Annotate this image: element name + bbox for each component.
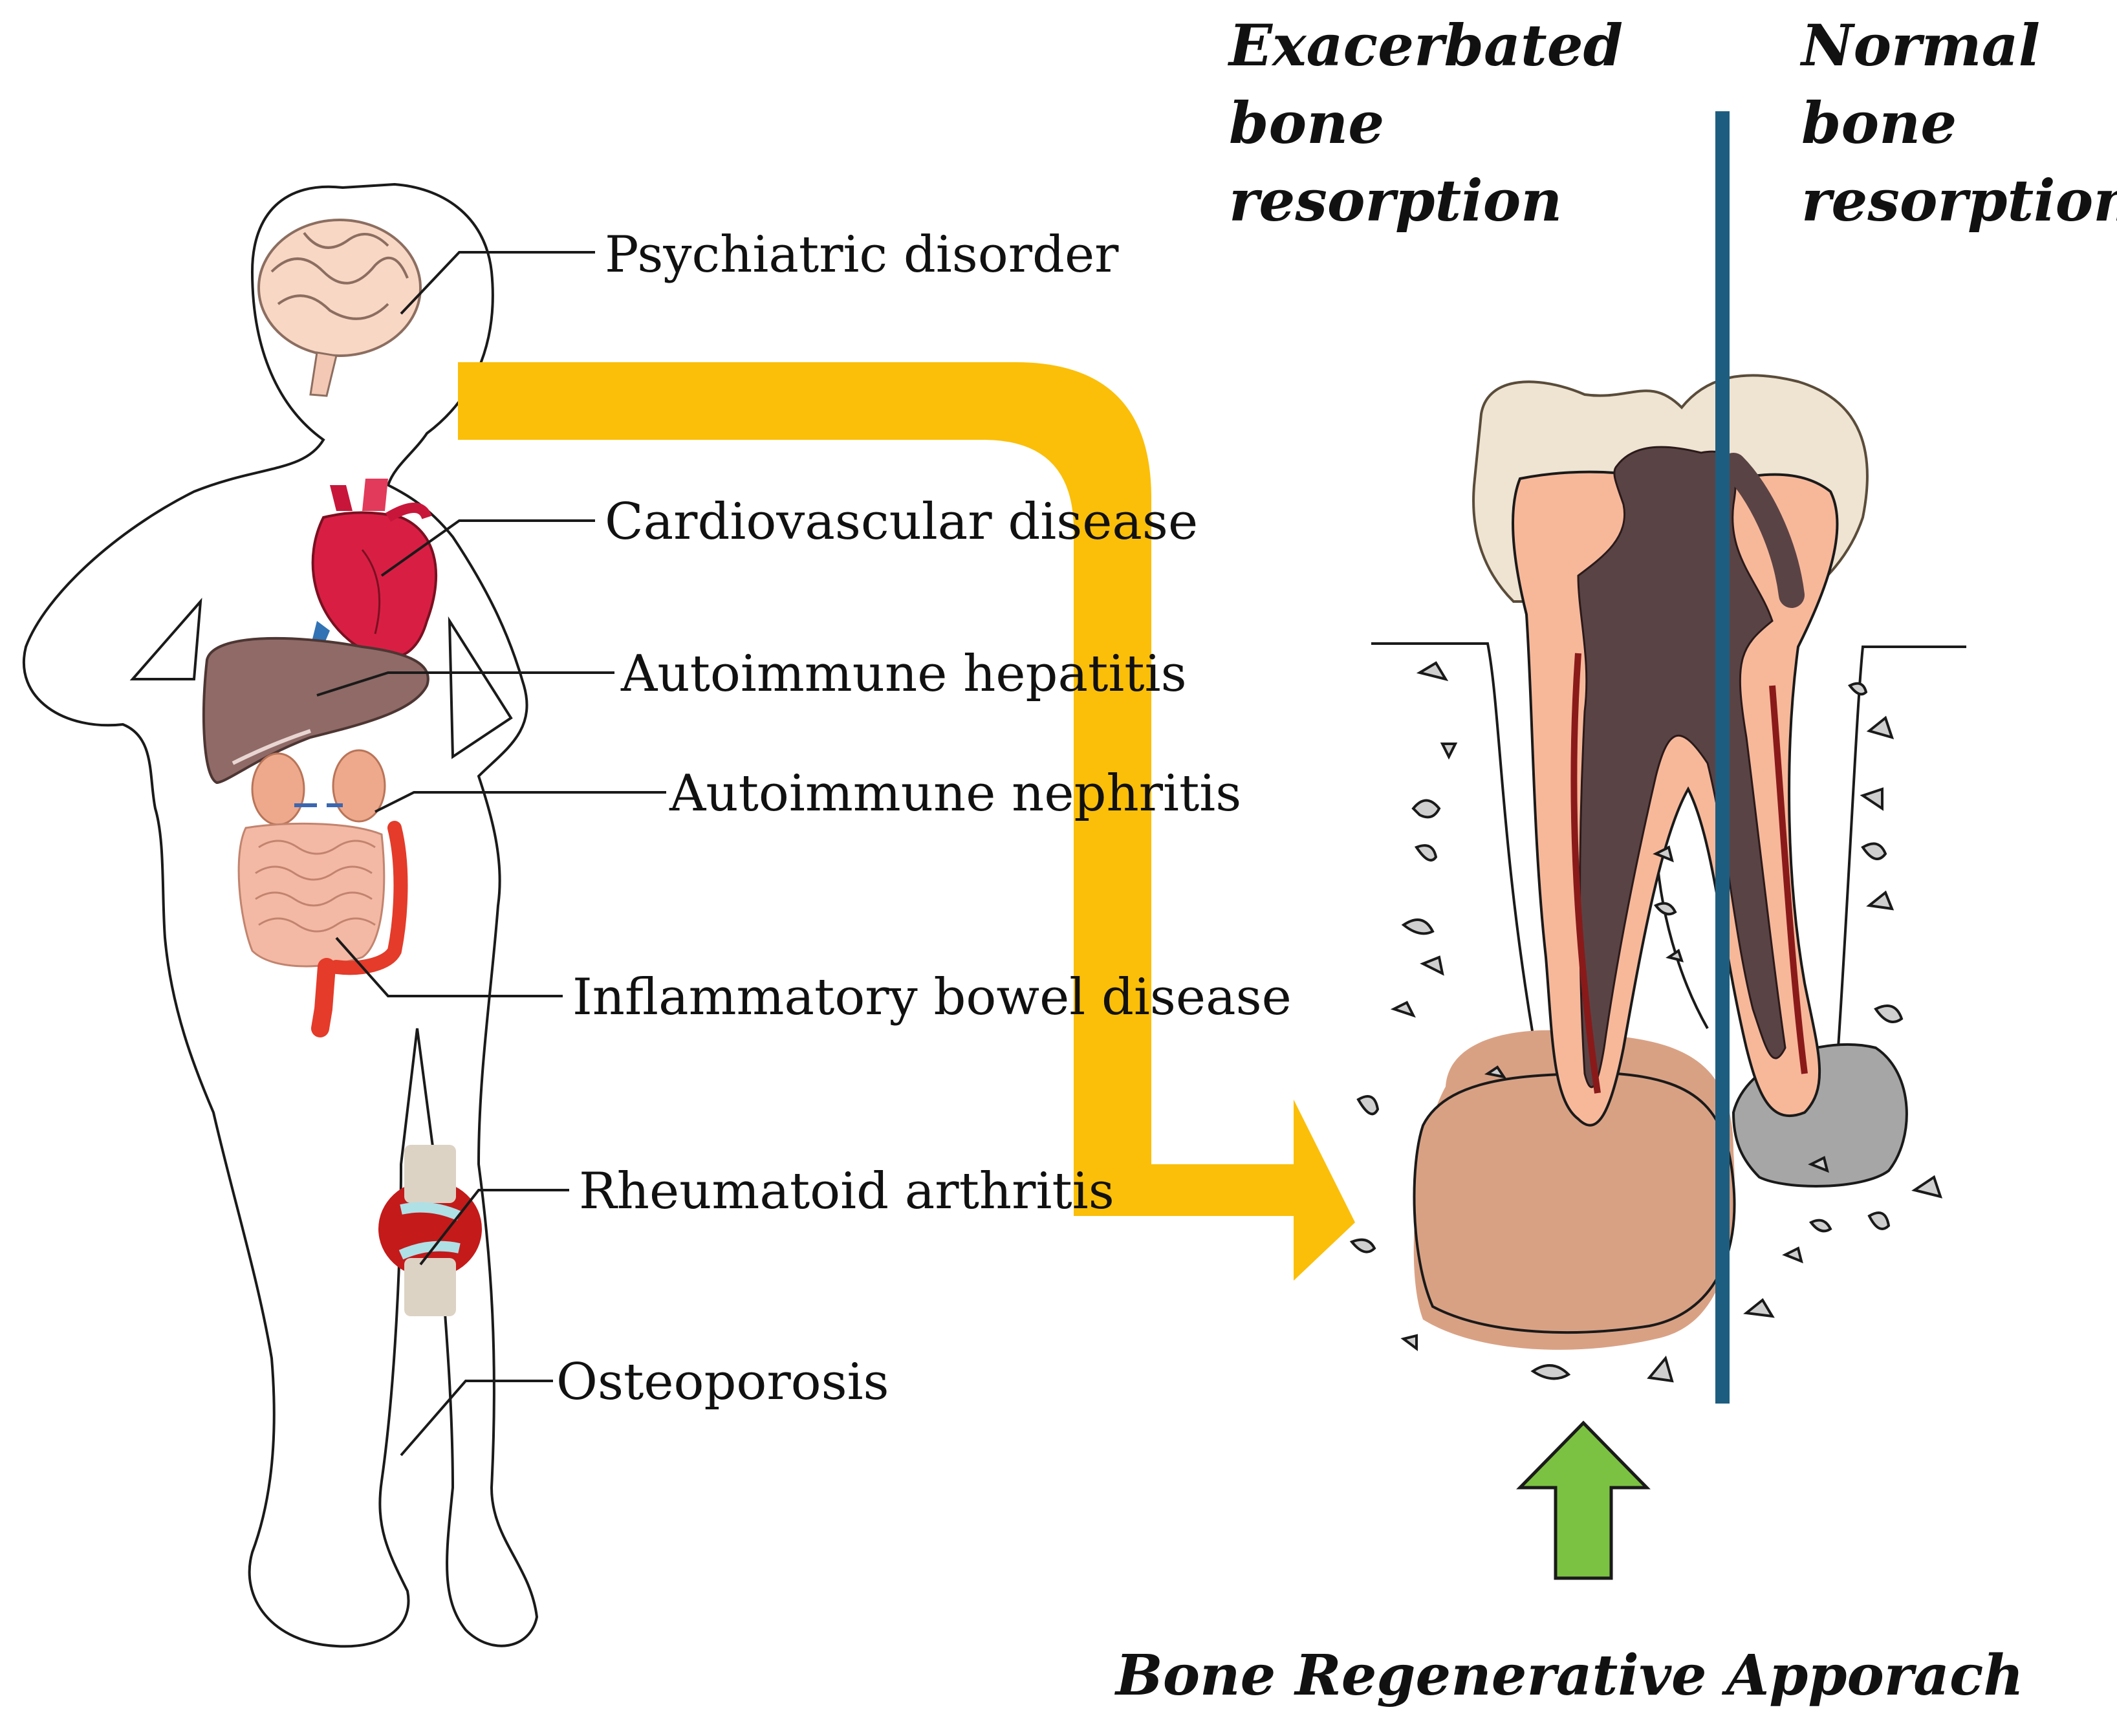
arm-gap-left <box>129 598 202 680</box>
label-autoimmune-hepatitis: Autoimmune hepatitis <box>621 645 1187 703</box>
intestine-icon <box>237 821 408 1037</box>
alveolar-outline-right <box>1836 646 1966 1068</box>
tooth-diagram <box>1349 374 1966 1383</box>
heading-normal-line2: bone <box>1801 89 1957 157</box>
heading-exacerbated-line1: Exacerbated <box>1229 12 1623 79</box>
label-psychiatric-disorder: Psychiatric disorder <box>605 226 1119 284</box>
flow-arrow <box>458 362 1355 1281</box>
pulp <box>1577 446 1786 1089</box>
heading-normal-line3: resorption <box>1801 167 2117 234</box>
label-autoimmune-nephritis: Autoimmune nephritis <box>669 765 1242 823</box>
heading-exacerbated-line3: resorption <box>1229 167 1563 234</box>
alveolar-outline-left <box>1371 642 1534 1036</box>
heart-icon <box>310 479 438 660</box>
heading-exacerbated: Exacerbated bone resorption <box>1229 6 1623 239</box>
heading-exacerbated-line2: bone <box>1229 89 1385 157</box>
label-cardiovascular-disease: Cardiovascular disease <box>605 493 1199 551</box>
label-rheumatoid-arthritis: Rheumatoid arthritis <box>579 1162 1114 1221</box>
label-osteoporosis: Osteoporosis <box>556 1353 889 1411</box>
liver-icon <box>202 636 429 785</box>
heading-normal: Normal bone resorption <box>1801 6 2117 239</box>
label-inflammatory-bowel-disease: Inflammatory bowel disease <box>572 968 1292 1026</box>
bone-fragments <box>1349 661 1943 1383</box>
brain-icon <box>257 219 422 397</box>
knee-joint-icon <box>378 1145 482 1316</box>
arm-gap-right <box>448 616 513 759</box>
leader-lines <box>316 251 666 1457</box>
footer-bone-regenerative: Bone Regenerative Apporach <box>1116 1643 2024 1708</box>
heading-normal-line1: Normal <box>1801 12 2041 79</box>
regen-arrow <box>1516 1420 1651 1580</box>
